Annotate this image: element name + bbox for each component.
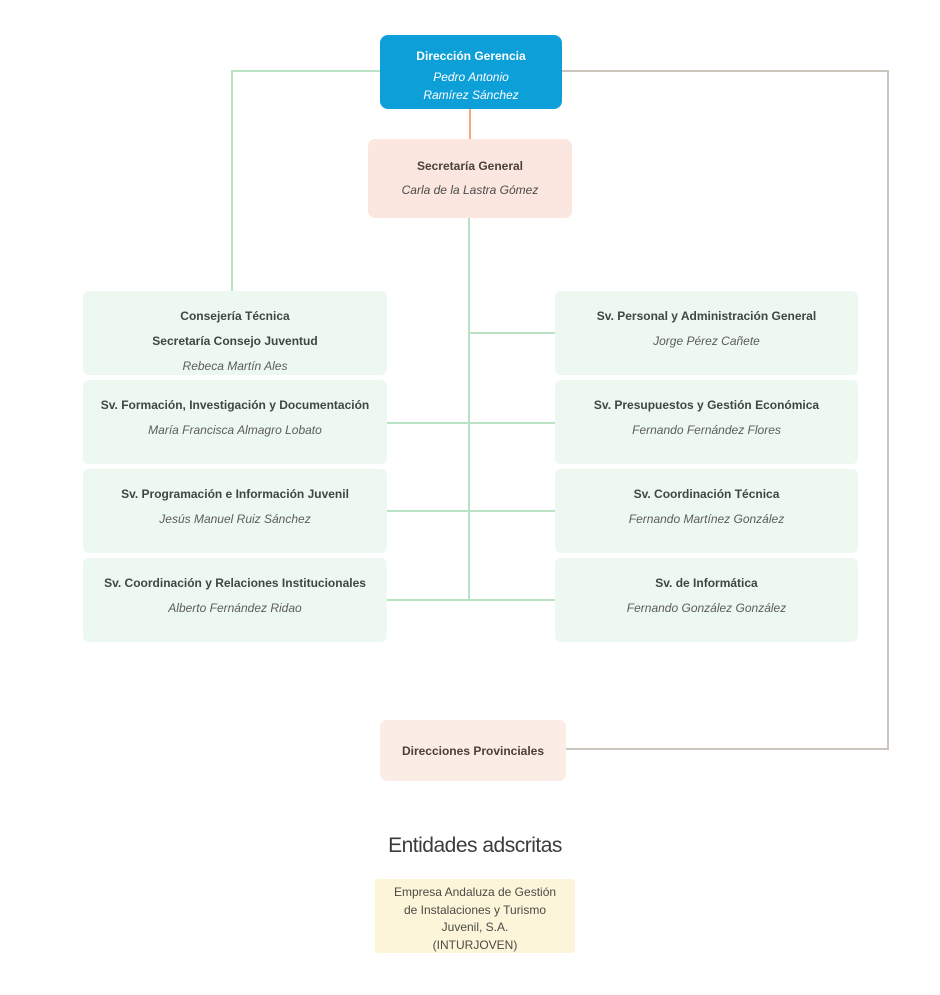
connector-gerencia-provinciales-vertical (887, 70, 889, 750)
node-person: Jorge Pérez Cañete (653, 334, 760, 348)
node-person: Pedro Antonio Ramírez Sánchez (423, 70, 519, 102)
connector-gerencia-consejeria-horizontal (232, 70, 380, 72)
node-secretaria-general: Secretaría General Carla de la Lastra Gó… (368, 139, 572, 218)
node-direccion-gerencia: Dirección Gerencia Pedro Antonio Ramírez… (380, 35, 562, 109)
node-coordinacion-relaciones: Sv. Coordinación y Relaciones Institucio… (83, 558, 387, 642)
node-title: Direcciones Provinciales (401, 743, 545, 758)
node-person: Rebeca Martín Ales (182, 359, 288, 373)
node-title: Sv. Presupuestos y Gestión Económica (593, 398, 820, 412)
node-person: Alberto Fernández Ridao (168, 601, 302, 615)
connector-branch-coordinacionrel-informatica (387, 599, 555, 601)
node-person: Fernando Fernández Flores (632, 423, 781, 437)
connector-branch-personal (470, 332, 555, 334)
connector-gerencia-provinciales-top (562, 70, 889, 72)
connector-branch-formacion-presupuestos (387, 422, 555, 424)
node-informatica: Sv. de Informática Fernando González Gon… (555, 558, 858, 642)
node-person: Carla de la Lastra Gómez (401, 183, 539, 197)
node-title: Sv. Coordinación y Relaciones Institucio… (104, 576, 366, 590)
node-person: María Francisca Almagro Lobato (148, 423, 322, 437)
connector-gerencia-consejeria-vertical (231, 70, 233, 291)
node-programacion: Sv. Programación e Información Juvenil J… (83, 469, 387, 553)
connector-secretaria-spine (468, 218, 470, 601)
node-title: Sv. de Informática (655, 576, 758, 590)
connector-branch-programacion-coordinacion (387, 510, 555, 512)
node-title: Sv. Programación e Información Juvenil (121, 487, 349, 501)
connector-gerencia-provinciales-bottom (566, 748, 888, 750)
node-title: Dirección Gerencia (416, 49, 526, 63)
node-direcciones-provinciales: Direcciones Provinciales (380, 720, 566, 781)
node-coordinacion-tecnica: Sv. Coordinación Técnica Fernando Martín… (555, 469, 858, 553)
section-heading-entidades-adscritas: Entidades adscritas (388, 834, 562, 857)
node-person: Jesús Manuel Ruiz Sánchez (159, 512, 311, 526)
node-title: Sv. Formación, Investigación y Documenta… (100, 398, 370, 412)
node-title: Secretaría General (416, 159, 524, 173)
node-title: Sv. Personal y Administración General (596, 309, 817, 323)
node-inturjoven: Empresa Andaluza de Gestión de Instalaci… (375, 879, 575, 953)
node-person: Fernando González González (626, 601, 787, 615)
node-formacion: Sv. Formación, Investigación y Documenta… (83, 380, 387, 464)
node-consejeria-tecnica: Consejería Técnica Secretaría Consejo Ju… (83, 291, 387, 375)
node-title: Consejería Técnica Secretaría Consejo Ju… (152, 309, 318, 348)
connector-gerencia-secretaria (469, 109, 471, 139)
node-personal: Sv. Personal y Administración General Jo… (555, 291, 858, 375)
node-person: Fernando Martínez González (628, 512, 785, 526)
node-title: Sv. Coordinación Técnica (633, 487, 780, 501)
node-presupuestos: Sv. Presupuestos y Gestión Económica Fer… (555, 380, 858, 464)
